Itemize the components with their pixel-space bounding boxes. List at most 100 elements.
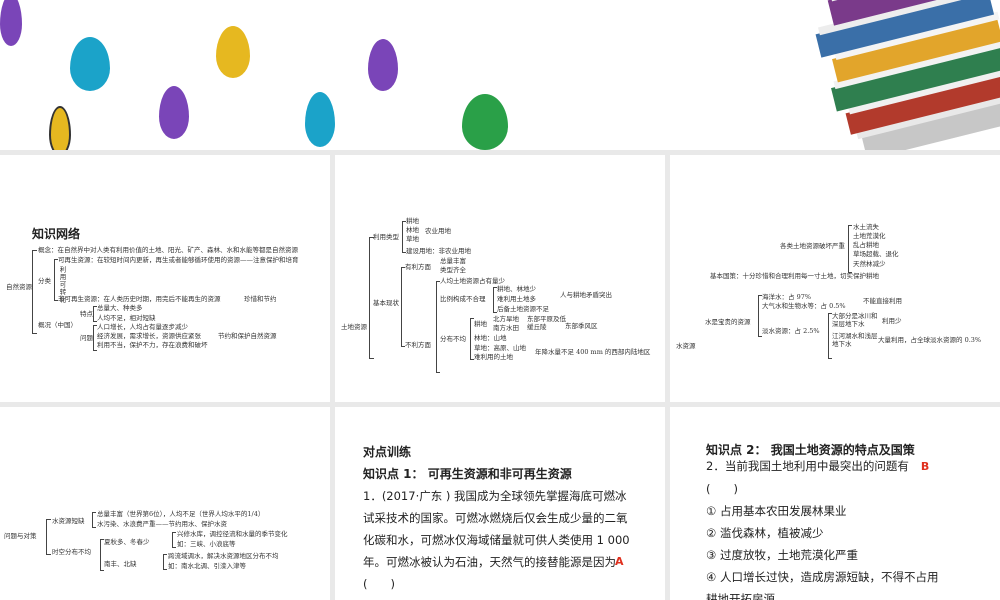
mindmap-node: 比例构成不合理 xyxy=(440,295,486,303)
mindmap-node: 草场超载、退化 xyxy=(853,250,899,258)
mindmap-node: 不能直接利用 xyxy=(863,297,902,305)
mindmap-node: 可再生资源：在较短时间内更新，再生或者能够循环使用的资源——注意保护和培育 xyxy=(58,256,299,264)
question-line: 化碳和水，可燃冰仅海域储量就可供人类使用 1 000 xyxy=(363,533,630,547)
option: 耕地开拓房源 xyxy=(706,592,775,600)
mindmap-node: 概念：在自然界中对人类有利用价值的土地、阳光、矿产、森林、水和水能等都是自然资源 xyxy=(38,246,298,254)
brace xyxy=(54,259,58,301)
mindmap-node: 耕地、林地少 xyxy=(497,285,536,293)
brace xyxy=(828,313,832,359)
mindmap-node: 大气水和生物水等：占 0.5% xyxy=(762,302,846,310)
answer-paren: ( ) xyxy=(706,482,738,496)
knowledge-point-heading: 知识点 1： 可再生资源和非可再生资源 xyxy=(363,467,572,481)
mindmap-node: 林地 xyxy=(406,226,419,234)
mindmap-root: 水资源 xyxy=(676,342,696,350)
mindmap-node: 时空分布不均 xyxy=(52,548,91,556)
knowledge-point-heading: 知识点 2： 我国土地资源的特点及国策 xyxy=(706,443,915,457)
mindmap-node: 利用少 xyxy=(882,317,902,325)
book-stack-illustration xyxy=(815,0,1000,150)
slide-water-resources-map: 各类土地资源破坏严重 水土流失 土地荒漠化 乱占耕地 草场超载、退化 天然林减少… xyxy=(670,155,1000,402)
yellow-egg-decoration xyxy=(49,106,71,150)
brace xyxy=(92,512,96,528)
mindmap-node: 节约和保护自然资源 xyxy=(218,332,277,340)
mindmap-root: 土地资源 xyxy=(341,323,367,331)
purple-egg-decoration xyxy=(159,86,189,139)
mindmap-node: 淡水资源：占 2.5% xyxy=(762,327,820,335)
answer-paren: ( ) xyxy=(363,577,395,591)
slide-title: 知识网络 xyxy=(32,227,81,241)
mindmap-node: 人口增长，人均占有量逐步减少 xyxy=(97,323,188,331)
mindmap-node: 特点 xyxy=(80,310,93,318)
mindmap-node: 分布不均 xyxy=(440,335,466,343)
mindmap-node: 耕地 xyxy=(474,320,487,328)
mindmap-node: 夏秋多、冬春少 xyxy=(104,538,150,546)
brace xyxy=(172,532,176,548)
mindmap-node: 水是宝贵的资源 xyxy=(705,318,751,326)
mindmap-node: 难利用的土地 xyxy=(474,353,513,361)
mindmap-node: 水资源短缺 xyxy=(52,517,85,525)
mindmap-node: 基本国策：十分珍惜和合理利用每一寸土地，切实保护耕地 xyxy=(710,272,879,280)
answer-mark: A xyxy=(615,555,624,568)
option: ③ 过度放牧，土地荒漠化严重 xyxy=(706,548,858,562)
mindmap-node: 草地 xyxy=(406,235,419,243)
brace xyxy=(100,539,104,571)
mindmap-node: 乱占耕地 xyxy=(853,241,879,249)
mindmap-node: 草地：高原、山地 xyxy=(474,344,526,352)
brace xyxy=(93,306,97,322)
brace xyxy=(46,519,51,555)
mindmap-node: 年降水量不足 400 mm 的西部内陆地区 xyxy=(535,348,651,356)
teal-egg-decoration xyxy=(305,92,335,147)
brace xyxy=(163,554,167,570)
mindmap-node: 耕地 xyxy=(406,217,419,225)
mindmap-node: 各类土地资源破坏严重 xyxy=(780,242,845,250)
mindmap-node: 土地荒漠化 xyxy=(853,232,886,240)
mindmap-node: 珍惜和节约 xyxy=(244,295,277,303)
brace xyxy=(401,267,405,347)
mindmap-node: 后备土地资源不足 xyxy=(497,305,549,313)
slide-land-resources-map: 土地资源 利用类型 耕地 林地 草地 农业用地 建设用地：非农业用地 基本现状 … xyxy=(335,155,665,402)
mindmap-node: 建设用地：非农业用地 xyxy=(406,247,471,255)
purple-egg-decoration xyxy=(368,39,398,91)
mindmap-node: 总量丰富 xyxy=(440,257,466,265)
mindmap-node: 海洋水：占 97% xyxy=(762,293,812,301)
mindmap-node: 兴修水库，调控径流和水量的季节变化 xyxy=(177,530,288,538)
mindmap-node: 南方水田 xyxy=(493,324,519,332)
slide-practice-1: 对点训练 知识点 1： 可再生资源和非可再生资源 1．(2017·广东 ) 我国… xyxy=(335,407,665,600)
mindmap-node: 东部季风区 xyxy=(565,322,598,330)
option: ① 占用基本农田发展林果业 xyxy=(706,504,847,518)
mindmap-node: 经济发展，需求增长，资源供应紧张 xyxy=(97,332,201,340)
title-banner xyxy=(0,0,1000,150)
mindmap-node: 江河湖水和浅层地下水 xyxy=(832,332,878,348)
mindmap-node: 不利方面 xyxy=(405,341,431,349)
mindmap-node: 概况（中国） xyxy=(38,321,77,329)
mindmap-node: 农业用地 xyxy=(425,227,451,235)
mindmap-node: 东部平原及低缓丘陵 xyxy=(527,315,566,331)
mindmap-node: 非可再生资源：在人类历史时期，用完后不能再生的资源 xyxy=(58,295,221,303)
brace xyxy=(436,281,440,373)
green-egg-decoration xyxy=(462,94,508,150)
mindmap-node: 大量利用，占全球淡水资源的 0.3% xyxy=(878,336,982,344)
mindmap-node: 人均不足，相对短缺 xyxy=(97,314,156,322)
mindmap-node: 跨流域调水，解决水资源地区分布不均 xyxy=(168,552,279,560)
mindmap-root: 自然资源 xyxy=(6,283,32,291)
mindmap-node: 南丰、北缺 xyxy=(104,560,137,568)
mindmap-node: 问题 xyxy=(80,334,93,342)
mindmap-node: 人与耕地矛盾突出 xyxy=(560,291,612,299)
brace xyxy=(470,318,474,360)
slide-knowledge-network: 知识网络 自然资源 概念：在自然界中对人类有利用价值的土地、阳光、矿产、森林、水… xyxy=(0,155,330,402)
mindmap-node: 总量大、种类多 xyxy=(97,304,143,312)
option: ② 滥伐森林，植被减少 xyxy=(706,526,824,540)
brace xyxy=(848,225,852,273)
mindmap-node: 利用可转化 xyxy=(58,266,66,304)
teal-egg-decoration xyxy=(70,37,110,91)
mindmap-node: 利用类型 xyxy=(373,233,399,241)
mindmap-node: 有利方面 xyxy=(405,263,431,271)
brace xyxy=(93,325,97,351)
mindmap-node: 如：三峡、小浪底等 xyxy=(177,540,236,548)
option: ④ 人口增长过快，造成房源短缺，不得不占用 xyxy=(706,570,939,584)
mindmap-node: 水污染、水浪费严重——节约用水、保护水资 xyxy=(97,520,227,528)
question-text: 1．(2017·广东 ) 我国成为全球领先掌握海底可燃冰 试采技术的国家。可燃冰… xyxy=(363,485,663,595)
mindmap-node: 天然林减少 xyxy=(853,260,886,268)
purple-egg-decoration xyxy=(0,0,22,46)
